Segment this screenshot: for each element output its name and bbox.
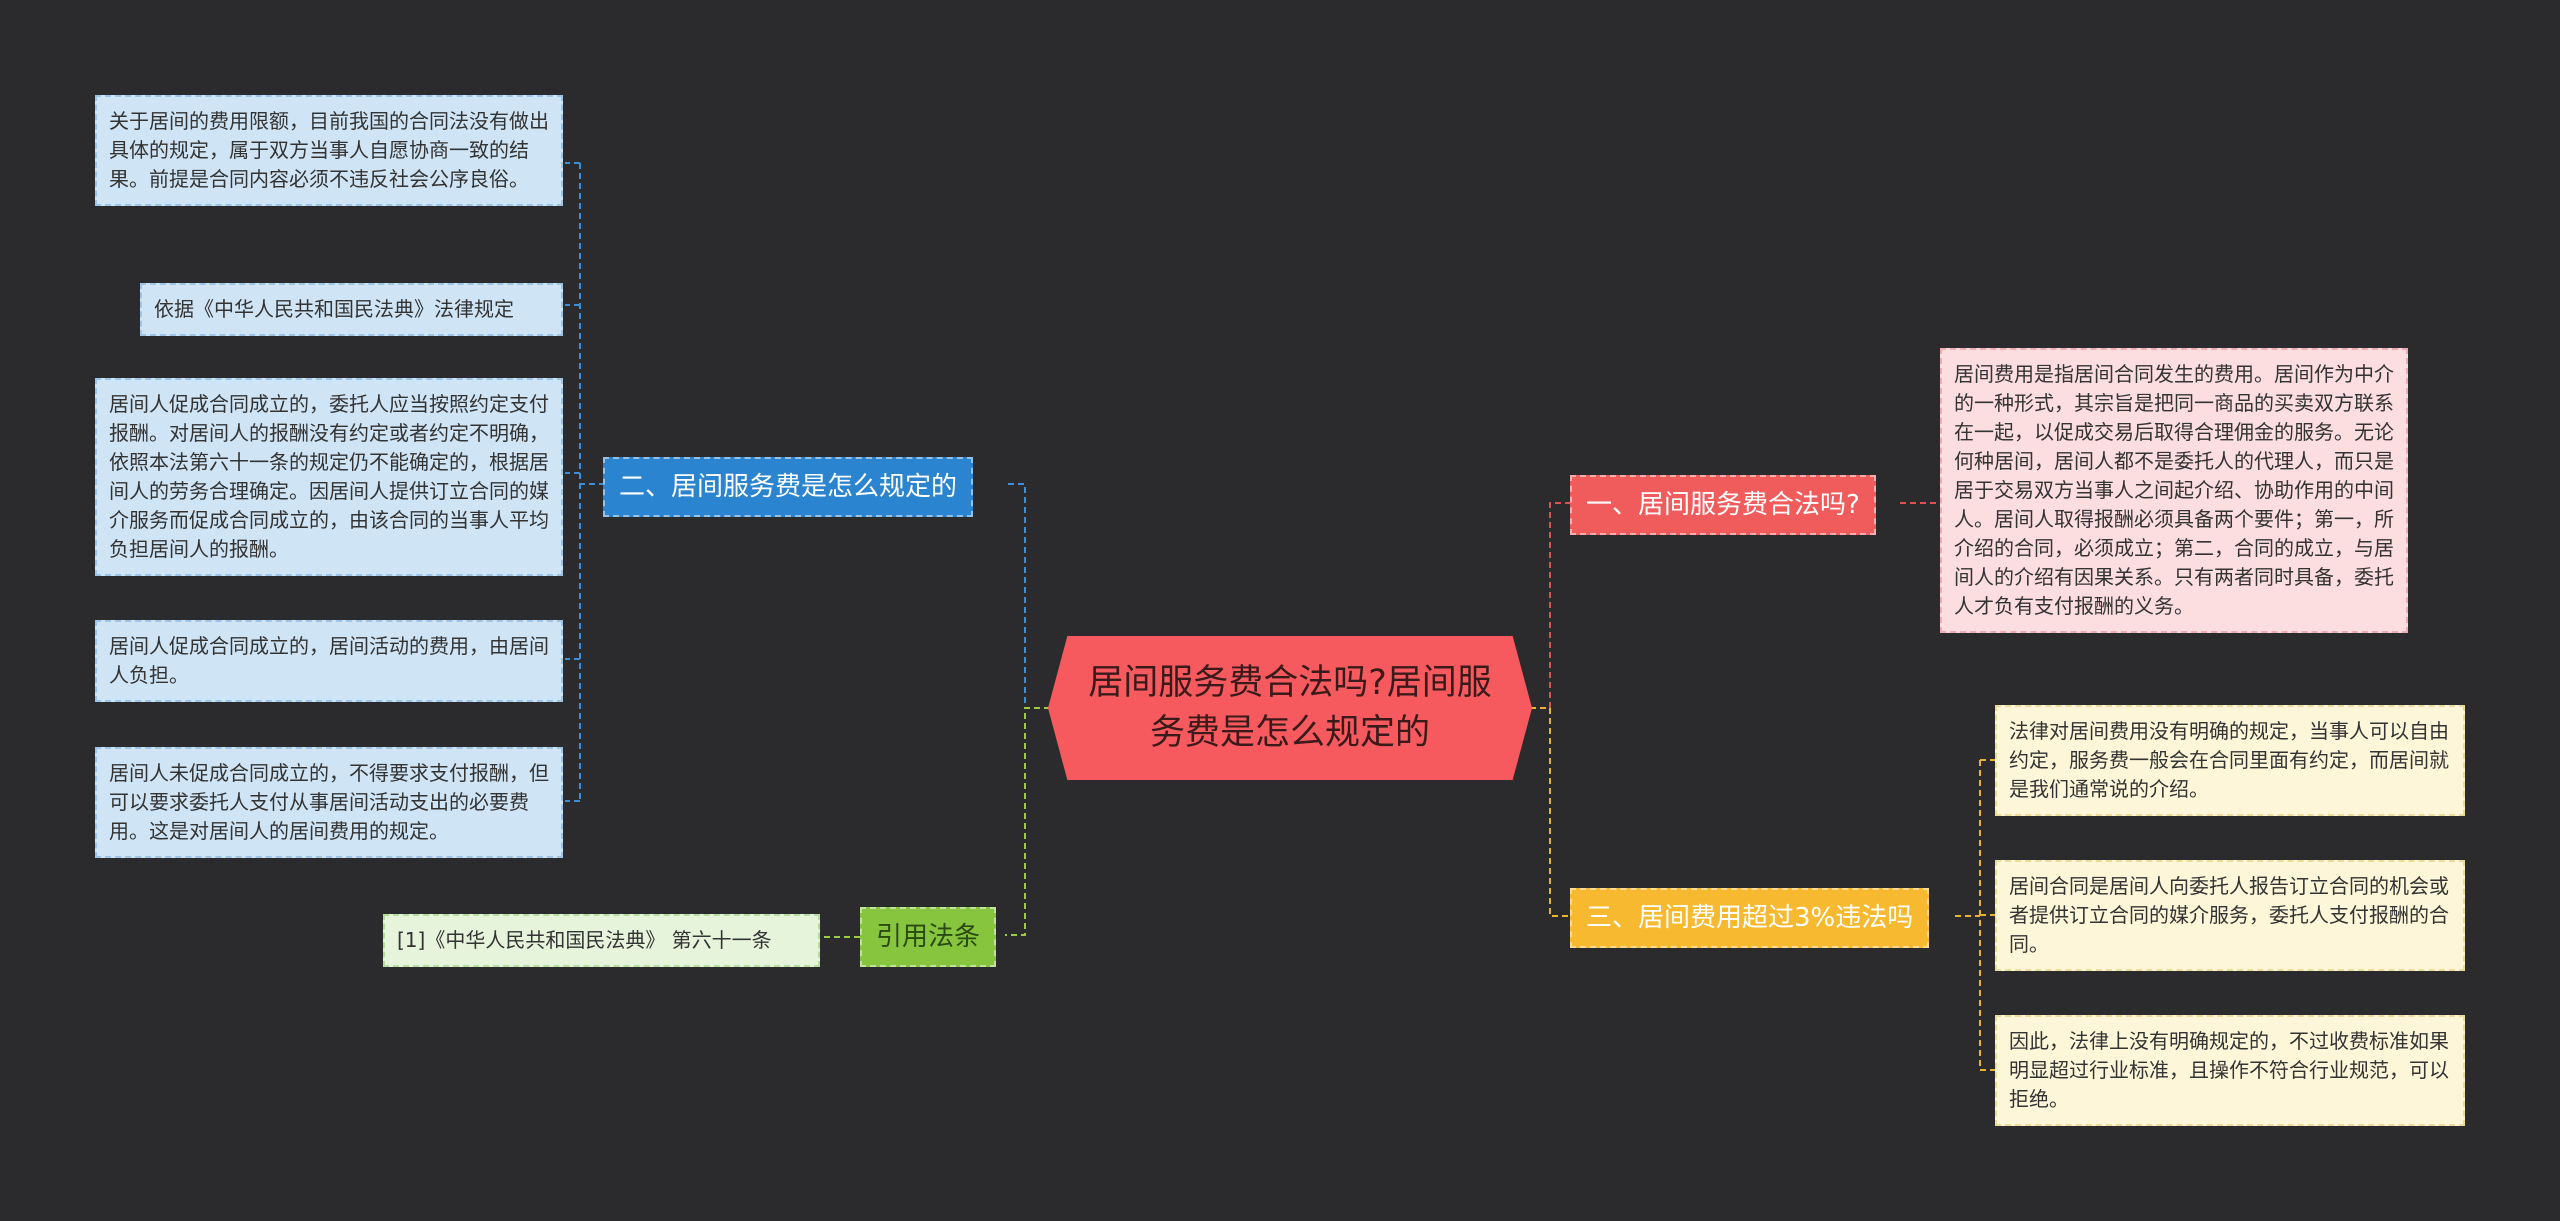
leaf-contract-definition[interactable]: 居间合同是居间人向委托人报告订立合同的机会或者提供订立合同的媒介服务，委托人支付…: [1995, 860, 2465, 971]
central-topic[interactable]: 居间服务费合法吗?居间服务费是怎么规定的: [1048, 636, 1532, 780]
branch-fee-legality[interactable]: 一、居间服务费合法吗?: [1570, 475, 1876, 535]
central-topic-title: 居间服务费合法吗?居间服务费是怎么规定的: [1088, 663, 1492, 753]
leaf-remuneration-rule[interactable]: 居间人促成合同成立的，委托人应当按照约定支付报酬。对居间人的报酬没有约定或者约定…: [95, 378, 563, 576]
branch-fee-regulation[interactable]: 二、居间服务费是怎么规定的: [603, 457, 974, 517]
branch-over-3-percent[interactable]: 三、居间费用超过3%违法吗: [1570, 888, 1930, 948]
link-center-b1: [1530, 502, 1570, 709]
leaf-text: 因此，法律上没有明确规定的，不过收费标准如果明显超过行业标准，且操作不符合行业规…: [2009, 1029, 2449, 1111]
leaf-text: [1]《中华人民共和国民法典》 第六十一条: [397, 928, 772, 952]
leaf-text: 关于居间的费用限额，目前我国的合同法没有做出具体的规定，属于双方当事人自愿协商一…: [109, 109, 549, 191]
leaf-fee-limit[interactable]: 关于居间的费用限额，目前我国的合同法没有做出具体的规定，属于双方当事人自愿协商一…: [95, 95, 563, 206]
leaf-conclusion[interactable]: 因此，法律上没有明确规定的，不过收费标准如果明显超过行业标准，且操作不符合行业规…: [1995, 1015, 2465, 1126]
branch-cited-law[interactable]: 引用法条: [860, 907, 997, 967]
leaf-text: 居间人未促成合同成立的，不得要求支付报酬，但可以要求委托人支付从事居间活动支出的…: [109, 761, 549, 843]
leaf-text: 居间费用是指居间合同发生的费用。居间作为中介的一种形式，其宗旨是把同一商品的买卖…: [1954, 362, 2394, 618]
leaf-citation[interactable]: [1]《中华人民共和国民法典》 第六十一条: [383, 914, 820, 967]
link-b2-leaves: [579, 163, 605, 801]
link-center-b3: [1530, 707, 1570, 917]
leaf-text: 居间合同是居间人向委托人报告订立合同的机会或者提供订立合同的媒介服务，委托人支付…: [2009, 874, 2449, 956]
leaf-not-concluded[interactable]: 居间人未促成合同成立的，不得要求支付报酬，但可以要求委托人支付从事居间活动支出的…: [95, 747, 563, 858]
link-center-b2: [1005, 483, 1050, 709]
leaf-expenses-borne[interactable]: 居间人促成合同成立的，居间活动的费用，由居间人负担。: [95, 620, 563, 702]
leaf-text: 法律对居间费用没有明确的规定，当事人可以自由约定，服务费一般会在合同里面有约定，…: [2009, 719, 2449, 801]
branch-label: 二、居间服务费是怎么规定的: [619, 472, 958, 502]
branch-label: 一、居间服务费合法吗?: [1586, 490, 1860, 520]
branch-label: 三、居间费用超过3%违法吗: [1586, 903, 1914, 933]
link-center-b4: [1005, 707, 1050, 936]
leaf-no-clear-rule[interactable]: 法律对居间费用没有明确的规定，当事人可以自由约定，服务费一般会在合同里面有约定，…: [1995, 705, 2465, 816]
leaf-text: 居间人促成合同成立的，居间活动的费用，由居间人负担。: [109, 634, 549, 687]
leaf-text: 依据《中华人民共和国民法典》法律规定: [154, 297, 514, 321]
leaf-text: 居间人促成合同成立的，委托人应当按照约定支付报酬。对居间人的报酬没有约定或者约定…: [109, 392, 549, 561]
leaf-fee-definition[interactable]: 居间费用是指居间合同发生的费用。居间作为中介的一种形式，其宗旨是把同一商品的买卖…: [1940, 348, 2408, 633]
link-b3-leaves: [1955, 760, 1981, 1070]
leaf-civil-code-basis[interactable]: 依据《中华人民共和国民法典》法律规定: [140, 283, 563, 336]
branch-label: 引用法条: [876, 922, 981, 952]
